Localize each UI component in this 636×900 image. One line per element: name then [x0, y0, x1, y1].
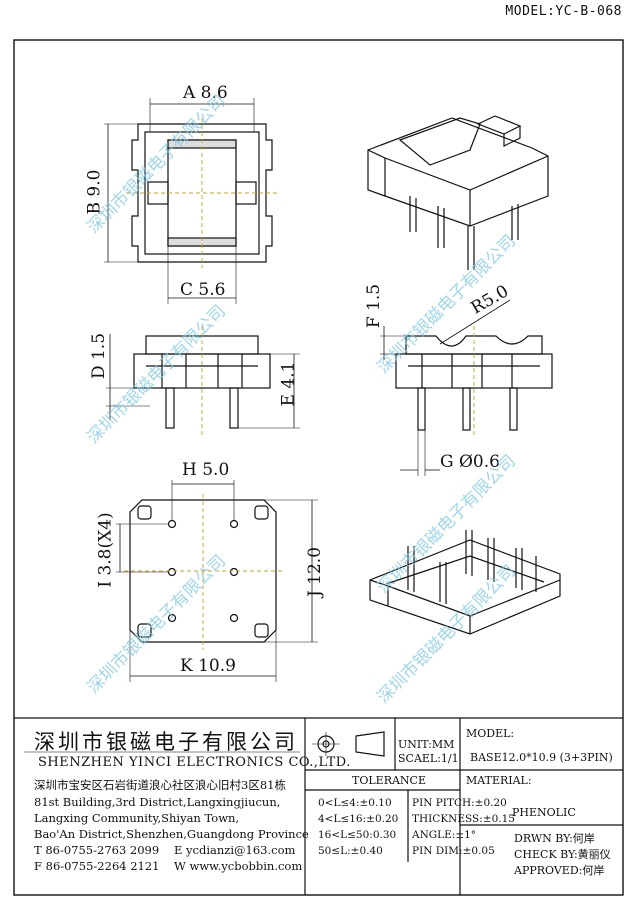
dim-a-label: A 8.6 — [183, 83, 228, 103]
checked-by: CHECK BY:黄丽仪 — [514, 848, 611, 861]
company-name-cn: 深圳市银磁电子有限公司 — [34, 730, 298, 754]
dim-i-label: I 3.8(X4) — [95, 512, 116, 588]
company-name-en: SHENZHEN YINCI ELECTRONICS CO.,LTD. — [38, 755, 351, 770]
approved-by: APPROVED:何岸 — [514, 864, 605, 877]
scale-label: SCAEL:1/1 — [398, 752, 459, 765]
tolerance-left-4: 50≤L:±0.40 — [318, 845, 383, 857]
model-label: MODEL: — [466, 727, 515, 740]
address-en-line-3: Bao'An District,Shenzhen,Guangdong Provi… — [34, 827, 309, 841]
telephone: T 86-0755-2763 2099 — [34, 843, 160, 857]
side-view-right — [380, 299, 553, 476]
tolerance-right-3: ANGLE:±1° — [412, 829, 477, 841]
unit-label: UNIT:MM — [398, 738, 455, 751]
model-value: BASE12.0*10.9 (3+3PIN) — [470, 751, 613, 764]
dim-g-label: G Ø0.6 — [440, 452, 500, 472]
email: E ycdianzi@163.com — [174, 843, 296, 857]
side-view-left — [106, 326, 300, 436]
isometric-view-top — [367, 115, 549, 270]
tolerance-left-3: 16<L≤50:0.30 — [318, 829, 397, 841]
address-cn: 深圳市宝安区石岩街道浪心社区浪心旧村3区81栋 — [34, 778, 286, 792]
tolerance-right-2: THICKNESS:±0.15 — [412, 813, 515, 825]
dim-k-label: K 10.9 — [180, 656, 236, 676]
dim-h-label: H 5.0 — [182, 460, 230, 480]
address-en-line-2: Langxing Community,Shiyan Town, — [34, 811, 240, 825]
website: W www.ycbobbin.com — [174, 859, 303, 873]
tolerance-right-1: PIN PITCH:±0.20 — [412, 797, 507, 809]
material-label: MATERIAL: — [466, 774, 532, 787]
tolerance-right-4: PIN DIM:±0.05 — [412, 845, 495, 857]
drawn-by: DRWN BY:何岸 — [514, 832, 595, 845]
model-number-top: MODEL:YC-B-068 — [505, 4, 622, 19]
dim-c-label: C 5.6 — [180, 280, 226, 300]
tolerance-label: TOLERANCE — [352, 774, 426, 787]
fax: F 86-0755-2264 2121 — [34, 859, 160, 873]
dim-f-label: F 1.5 — [364, 283, 385, 329]
title-block-grid — [14, 717, 623, 895]
tolerance-left-1: 0<L≤4:±0.10 — [318, 797, 392, 809]
top-view — [104, 98, 278, 304]
dim-e-label: E 4.1 — [278, 361, 299, 407]
bottom-view — [116, 480, 318, 682]
dim-d-label: D 1.5 — [89, 332, 110, 380]
isometric-view-bottom — [369, 530, 561, 635]
dim-j-label: J 12.0 — [305, 546, 326, 598]
material-value: PHENOLIC — [512, 806, 576, 819]
tolerance-left-2: 4<L≤16:±0.20 — [318, 813, 399, 825]
address-en-line-1: 81st Building,3rd District,Langxingjiucu… — [34, 795, 281, 809]
